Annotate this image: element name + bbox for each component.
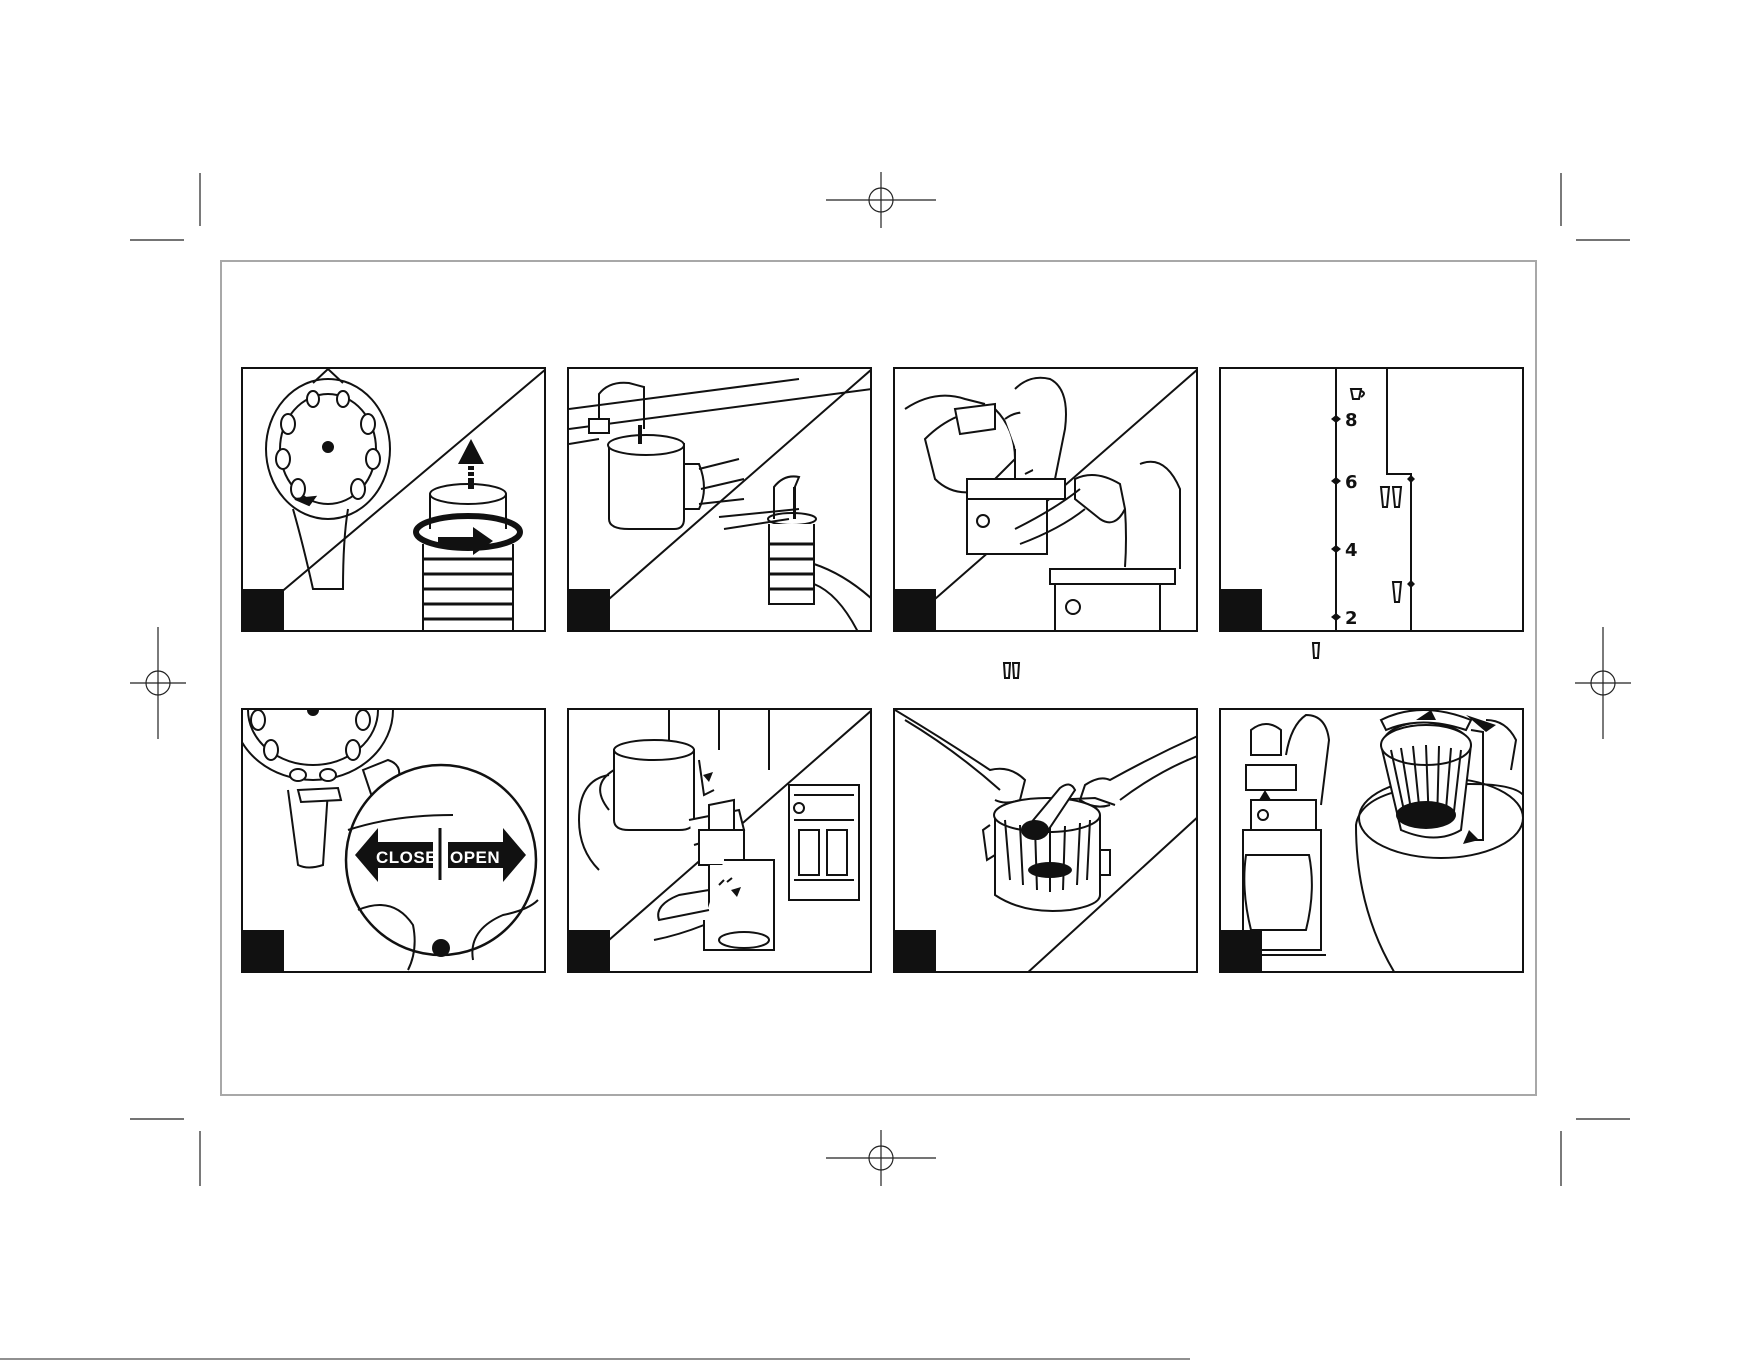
step-badge xyxy=(243,589,284,630)
panel-fill-water xyxy=(567,367,872,632)
water-level-mark-8: 8 xyxy=(1345,410,1358,431)
step-badge xyxy=(895,589,936,630)
water-level-mark-6: 6 xyxy=(1345,472,1358,493)
water-level-mark-2: 2 xyxy=(1345,608,1358,629)
water-level-mark-4: 4 xyxy=(1345,540,1358,561)
lid-removal-illustration xyxy=(243,369,546,632)
panel-insert-reservoir xyxy=(567,708,872,973)
step-badge xyxy=(569,930,610,971)
water-gauge-illustration: 8 6 4 2 xyxy=(1221,369,1524,632)
step-badge xyxy=(243,930,284,971)
lid-close-label: CLOSE xyxy=(376,848,437,868)
pour-water-illustration xyxy=(895,369,1198,632)
step-badge xyxy=(569,589,610,630)
insert-reservoir-illustration xyxy=(569,710,872,973)
step-badge xyxy=(895,930,936,971)
panel-pour-water xyxy=(893,367,1198,632)
step-badge xyxy=(1221,589,1262,630)
filter-basket-illustration xyxy=(1221,710,1524,973)
scoop-coffee-illustration xyxy=(895,710,1198,973)
lid-open-label: OPEN xyxy=(450,848,500,868)
lid-lock-illustration xyxy=(243,710,546,973)
panel-lid-close-open: CLOSE OPEN xyxy=(241,708,546,973)
panel-add-coffee xyxy=(893,708,1198,973)
panel-remove-lid xyxy=(241,367,546,632)
panel-insert-filter xyxy=(1219,708,1524,973)
panel-water-gauge: 8 6 4 2 xyxy=(1219,367,1524,632)
faucet-fill-illustration xyxy=(569,369,872,632)
step-badge xyxy=(1221,930,1262,971)
